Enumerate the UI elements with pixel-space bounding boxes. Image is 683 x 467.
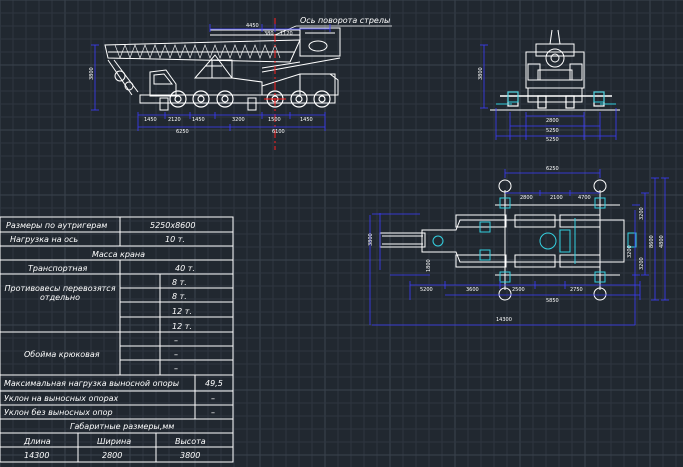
hook-value-2: –	[174, 350, 178, 359]
plan-dim-right-4: 3200	[639, 257, 645, 270]
dim-total-left: 6250	[176, 129, 189, 135]
dim-bottom-4: 3200	[232, 117, 245, 123]
front-cyan-supports	[496, 91, 616, 105]
plan-dim-left: 3800	[368, 233, 374, 246]
dims-col-height: Высота	[175, 437, 206, 446]
dims-val-length: 14300	[24, 451, 49, 460]
counterweights-label-box: Противовесы перевозятся отдельно	[4, 284, 116, 302]
dim-height: 3800	[89, 67, 95, 80]
table-lines	[0, 216, 234, 463]
front-dim-height: 3800	[478, 67, 484, 80]
dims-col-length: Длина	[23, 437, 51, 446]
dim-bottom-1: 1450	[144, 117, 157, 123]
slope-without-label: Уклон без выносных опор	[4, 408, 113, 417]
hook-value-1: –	[174, 336, 178, 345]
hook-value-3: –	[174, 364, 178, 373]
dim-bottom-5: 1500	[268, 117, 281, 123]
plan-dim-top-inner-3: 4700	[578, 195, 591, 201]
plan-dim-top: 6250	[546, 166, 559, 172]
row-transport-label: Транспортная	[28, 264, 87, 273]
table-text: Размеры по аутригерам 5250х8600 Нагрузка…	[4, 221, 223, 460]
front-dim-3: 5250	[546, 137, 559, 143]
front-dim-text: 3800 2800 5250 5250	[478, 67, 559, 143]
front-dimensions	[480, 44, 617, 140]
counterweight-3: 12 т.	[172, 307, 192, 316]
hook-label: Обойма крюковая	[24, 350, 100, 359]
plan-dim-bottom-1: 5200	[420, 287, 433, 293]
max-load-value: 49,5	[205, 379, 223, 388]
dims-val-height: 3800	[180, 451, 200, 460]
dim-top-1: 4450	[246, 23, 259, 29]
counterweight-1: 8 т.	[172, 278, 187, 287]
side-view	[104, 27, 341, 111]
plan-dim-top-inner-1: 2800	[520, 195, 533, 201]
plan-dim-right-2: 8600	[649, 235, 655, 248]
plan-dim-bottom-3: 2500	[512, 287, 525, 293]
side-dimensions	[91, 24, 331, 131]
counterweight-4: 12 т.	[172, 322, 192, 331]
row-axle-load-value: 10 т.	[165, 235, 185, 244]
slope-with-label: Уклон на выносных опорах	[4, 394, 119, 403]
plan-dim-right-3: 4800	[659, 235, 665, 248]
max-load-label: Максимальная нагрузка выносной опоры	[4, 379, 179, 388]
plan-dim-right-1: 3200	[639, 207, 645, 220]
front-dim-1: 2800	[546, 118, 559, 124]
dim-bottom-6: 1450	[300, 117, 313, 123]
plan-dim-middle: 5850	[546, 298, 559, 304]
row-axle-load-label: Нагрузка на ось	[10, 235, 78, 244]
counterweights-label: Противовесы перевозятся отдельно	[4, 284, 116, 302]
plan-dim-inner-left: 1800	[426, 259, 432, 272]
dim-bottom-2: 2120	[168, 117, 181, 123]
slope-without-value: –	[211, 408, 215, 417]
plan-dim-top-inner-2: 2100	[550, 195, 563, 201]
front-dim-2: 5250	[546, 128, 559, 134]
dim-top-2: 380	[264, 31, 274, 37]
slope-with-value: –	[211, 394, 215, 403]
row-mass-header: Масса крана	[92, 250, 145, 259]
rotation-axis	[264, 18, 286, 150]
axis-label: Ось поворота стрелы	[300, 16, 390, 25]
row-outriggers-value: 5250х8600	[150, 221, 195, 230]
dims-header: Габаритные размеры,мм	[70, 422, 174, 431]
row-transport-value: 40 т.	[175, 264, 195, 273]
plan-dim-bottom-4: 2750	[570, 287, 583, 293]
plan-view	[379, 179, 625, 301]
plan-dimensions	[369, 169, 669, 326]
dim-bottom-3: 1450	[192, 117, 205, 123]
plan-dim-bottom-2: 3600	[466, 287, 479, 293]
plan-dim-total: 14300	[496, 317, 512, 323]
dims-val-width: 2800	[102, 451, 122, 460]
row-outriggers-label: Размеры по аутригерам	[6, 221, 107, 230]
dim-top-3: 1120	[280, 31, 293, 37]
plan-cyan-elements	[432, 197, 637, 283]
side-dim-text: 4450 380 1120 3800 1450 2120 1450 3200 1…	[89, 23, 313, 135]
plan-dim-center: 3200	[627, 245, 633, 258]
dims-col-width: Ширина	[97, 437, 131, 446]
plan-dim-text: 6250 2800 2100 4700 3800 1800 3200 8600 …	[368, 166, 665, 323]
axis-leader	[274, 25, 392, 36]
dim-total-right: 6100	[272, 129, 285, 135]
counterweight-2: 8 т.	[172, 292, 187, 301]
